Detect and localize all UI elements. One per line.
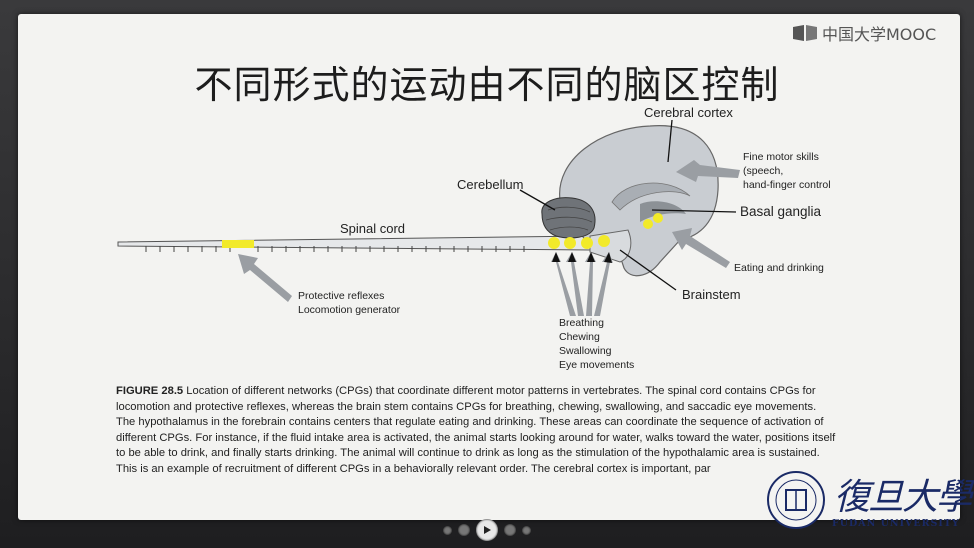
label-basal-ganglia: Basal ganglia [740,204,822,219]
label-fine-motor-2: (speech, [743,165,784,177]
fudan-cn-name: 復旦大學 [834,477,972,518]
hypothalamus-cpg-dot [643,219,653,229]
next-button[interactable] [504,524,516,536]
caption-text: Location of different networks (CPGs) th… [116,385,836,475]
label-protective-reflexes: Protective reflexes [298,290,385,302]
brainstem-cpg-dot [548,237,560,249]
figure-caption: FIGURE 28.5 Location of different networ… [116,384,836,478]
label-spinal-cord: Spinal cord [340,221,406,236]
hypothalamus-region [640,201,686,222]
label-fine-motor-1: Fine motor skills [743,151,819,163]
prev-button[interactable] [458,524,470,536]
hypothalamus-cpg-dot [653,213,663,223]
spinal-cord-shape [117,235,591,251]
leader-lines [519,119,737,291]
slide-title: 不同形式的运动由不同的脑区控制 [194,63,780,107]
fudan-seal-logo [767,471,825,529]
label-chewing: Chewing [559,331,600,343]
slide-canvas [18,14,960,520]
fudan-en-name: FUDAN UNIVERSITY [832,518,960,529]
play-button[interactable] [476,519,498,541]
caption-lead: FIGURE 28.5 [116,385,184,397]
label-brainstem: Brainstem [682,287,741,302]
brainstem-cpg-dot [581,237,593,249]
brainstem-cpg-dot [598,235,610,247]
arrowheads-brainstem [552,252,612,263]
arrow-fine-motor [676,160,740,182]
label-fine-motor-3: hand-finger control [743,179,831,191]
mooc-logo: 中国大学MOOC [792,22,936,44]
label-locomotion-generator: Locomotion generator [298,304,401,316]
label-eating-drinking: Eating and drinking [734,262,824,274]
label-cerebellum: Cerebellum [457,177,524,192]
cerebellum-folds [545,206,593,231]
arrows-brainstem [551,252,613,316]
spinal-cord-ticks [145,246,525,252]
arrow-eating [672,228,730,268]
book-icon [793,25,817,41]
cerebellum-shape [541,197,596,239]
label-eye-movements: Eye movements [559,359,635,371]
skip-back-button[interactable] [443,525,452,535]
label-cerebral-cortex: Cerebral cortex [644,105,733,120]
player-controls [432,518,542,542]
arrow-protective [238,254,292,302]
play-icon [484,526,491,534]
brainstem-cpg-dot [564,237,576,249]
brain-inner-fold [611,182,691,211]
label-breathing: Breathing [559,317,604,329]
label-swallowing: Swallowing [559,345,612,357]
spinal-cpg-highlight [222,240,254,248]
skip-forward-button[interactable] [522,525,531,535]
mooc-label: 中国大学MOOC [822,25,937,44]
